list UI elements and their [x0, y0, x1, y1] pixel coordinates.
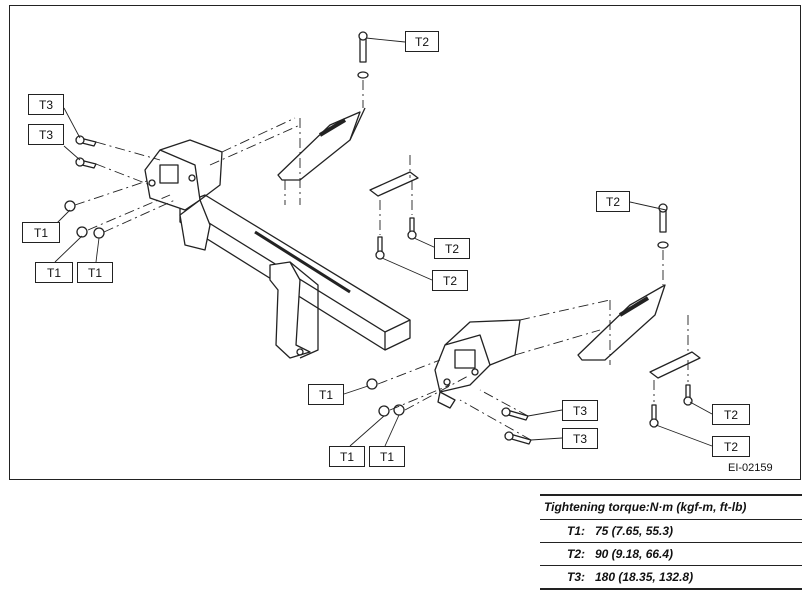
callout-t1-left-nut-b: T1 — [35, 262, 73, 283]
right-mounting-bracket — [434, 319, 521, 409]
fasteners — [64, 31, 693, 445]
hitch-crossbar — [179, 194, 411, 359]
torque-value: 75 (7.65, 55.3) — [595, 524, 674, 538]
torque-table-title: Tightening torque:N·m (kgf-m, ft-lb) — [540, 496, 802, 520]
callout-t1-right-nut-b: T1 — [329, 446, 365, 467]
callout-t3-right-lower-bolt: T3 — [562, 428, 598, 449]
torque-key: T1: — [567, 524, 585, 538]
diagram-frame — [9, 5, 801, 480]
left-frame-strap — [277, 107, 366, 181]
callout-t2-top-bolt: T2 — [405, 31, 439, 52]
left-backing-plate — [369, 171, 419, 197]
callout-t3-left-lower-bolt: T3 — [28, 124, 64, 145]
torque-value: 90 (9.18, 66.4) — [595, 547, 674, 561]
torque-row: T3: 180 (18.35, 132.8) — [540, 566, 802, 590]
figure-code: EI-02159 — [728, 462, 773, 474]
torque-table: Tightening torque:N·m (kgf-m, ft-lb) T1:… — [540, 494, 802, 590]
torque-key: T2: — [567, 547, 585, 561]
callout-t2-right-plate-bolt-a: T2 — [712, 404, 750, 425]
alignment-lines — [74, 80, 689, 441]
callout-t2-left-plate-bolt-a: T2 — [434, 238, 470, 259]
callout-t1-right-nut-c: T1 — [369, 446, 405, 467]
callout-t2-right-top-bolt: T2 — [596, 191, 630, 212]
callout-t1-left-nut-c: T1 — [77, 262, 113, 283]
callout-t2-right-plate-bolt-b: T2 — [712, 436, 750, 457]
callout-t1-left-nut-a: T1 — [22, 222, 60, 243]
left-mounting-bracket — [144, 139, 223, 251]
leader-lines — [54, 37, 713, 447]
callout-t3-left-upper-bolt: T3 — [28, 94, 64, 115]
right-frame-strap — [577, 284, 666, 361]
callout-t2-left-plate-bolt-b: T2 — [432, 270, 468, 291]
torque-row: T2: 90 (9.18, 66.4) — [540, 543, 802, 566]
callout-t3-right-upper-bolt: T3 — [562, 400, 598, 421]
callout-t1-right-nut-a: T1 — [308, 384, 344, 405]
right-backing-plate — [649, 351, 701, 379]
torque-key: T3: — [567, 570, 585, 584]
torque-value: 180 (18.35, 132.8) — [595, 570, 694, 584]
torque-row: T1: 75 (7.65, 55.3) — [540, 520, 802, 543]
